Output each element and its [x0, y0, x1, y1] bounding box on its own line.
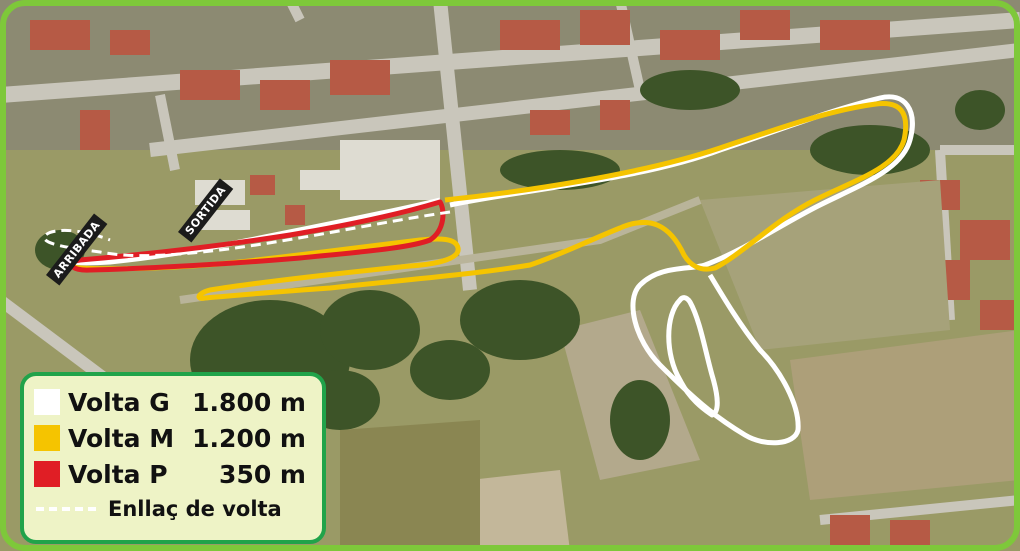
rooftops: [30, 10, 1020, 545]
legend-row-volta-p: Volta P 350 m: [34, 456, 312, 492]
road: [149, 43, 1020, 157]
road: [433, 0, 477, 291]
legend-swatch-red: [34, 461, 60, 487]
field: [700, 180, 950, 350]
legend-row-volta-g: Volta G 1.800 m: [34, 384, 312, 420]
legend-dash-line: [36, 507, 96, 511]
legend-swatch-yellow: [34, 425, 60, 451]
legend-route-name: Volta M: [68, 423, 175, 453]
legend-route-distance: 1.200 m: [192, 423, 306, 453]
legend-swatch-white: [34, 389, 60, 415]
field: [470, 470, 570, 551]
white-buildings: [195, 140, 440, 230]
legend: Volta G 1.800 m Volta M 1.200 m Volta P …: [20, 372, 326, 544]
legend-route-distance: 1.800 m: [192, 387, 306, 417]
legend-row-link: Enllaç de volta: [34, 492, 312, 526]
route-link: [43, 210, 451, 258]
route-volta-m: [69, 101, 909, 301]
legend-row-volta-m: Volta M 1.200 m: [34, 420, 312, 456]
legend-link-label: Enllaç de volta: [108, 497, 282, 521]
legend-route-name: Volta G: [68, 387, 170, 417]
field: [790, 330, 1020, 500]
field: [340, 420, 480, 551]
legend-route-distance: 350 m: [219, 459, 306, 489]
legend-route-name: Volta P: [68, 459, 168, 489]
route-volta-p: [69, 199, 446, 273]
